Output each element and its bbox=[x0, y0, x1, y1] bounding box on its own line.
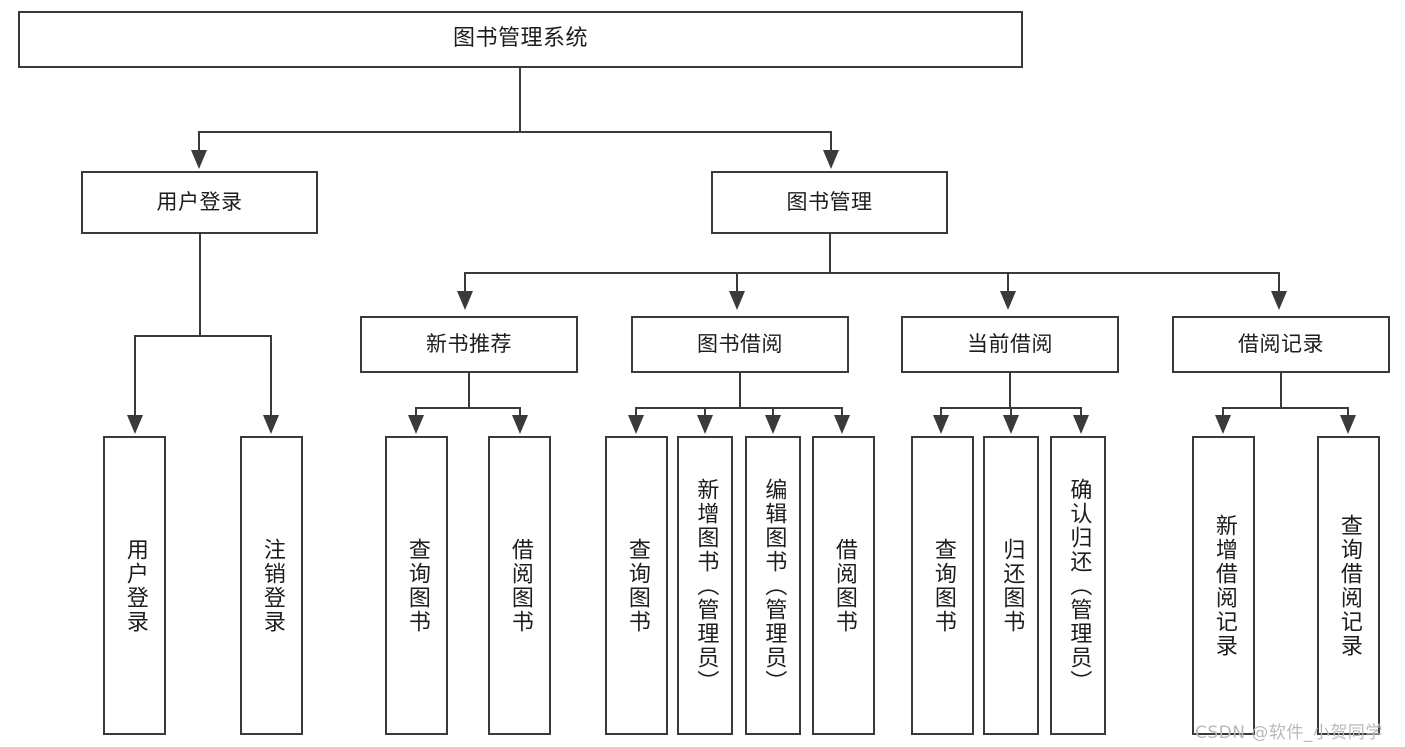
node-label: 图书管理 bbox=[786, 189, 873, 214]
edge-bb-stem bbox=[739, 373, 741, 408]
edge-br-to-leaf-1 bbox=[1222, 407, 1224, 421]
edge-br-to-leaf-2 bbox=[1347, 407, 1349, 421]
leaf-node-query-borrow-record[interactable]: 查询借阅记录 bbox=[1317, 436, 1380, 735]
edge-nbr-to-leaf-1 bbox=[415, 407, 417, 421]
edge-bm-to-borrow-record bbox=[1278, 272, 1280, 295]
node-current-borrow[interactable]: 当前借阅 bbox=[901, 316, 1119, 373]
leaf-node-query-book-nbr[interactable]: 查询图书 bbox=[385, 436, 448, 735]
node-label: 查询图书 bbox=[624, 537, 650, 634]
arrow-cb-to-leaf-1 bbox=[933, 415, 949, 434]
edge-book-management-bar bbox=[464, 272, 1280, 274]
arrow-bm-to-current-borrow bbox=[1000, 291, 1016, 310]
edge-user-login-stem bbox=[199, 234, 201, 336]
node-label: 图书管理系统 bbox=[452, 26, 588, 52]
node-label: 注销登录 bbox=[259, 537, 285, 634]
arrow-bb-to-leaf-2 bbox=[697, 415, 713, 434]
node-label: 图书借阅 bbox=[697, 331, 783, 356]
edge-bm-to-book-borrow bbox=[736, 272, 738, 295]
leaf-node-query-book-cb[interactable]: 查询图书 bbox=[911, 436, 974, 735]
arrow-nbr-to-leaf-2 bbox=[512, 415, 528, 434]
node-label: 归还图书 bbox=[999, 537, 1025, 634]
arrow-bb-to-leaf-3 bbox=[765, 415, 781, 434]
node-book-borrow[interactable]: 图书借阅 bbox=[631, 316, 849, 373]
edge-cb-to-leaf-1 bbox=[940, 407, 942, 421]
node-borrow-record[interactable]: 借阅记录 bbox=[1172, 316, 1390, 373]
edge-user-login-bar bbox=[134, 335, 272, 337]
node-label: 查询图书 bbox=[930, 537, 956, 634]
leaf-node-query-book-bb[interactable]: 查询图书 bbox=[605, 436, 668, 735]
arrow-bm-to-borrow-record bbox=[1271, 291, 1287, 310]
edge-bb-to-leaf-4 bbox=[841, 407, 843, 421]
arrow-br-to-leaf-1 bbox=[1215, 415, 1231, 434]
arrow-user-login-to-leaf-2 bbox=[263, 415, 279, 434]
arrow-br-to-leaf-2 bbox=[1340, 415, 1356, 434]
arrow-root-to-user-login bbox=[191, 150, 207, 169]
node-label: 借阅记录 bbox=[1238, 331, 1324, 356]
leaf-node-borrow-book-bb[interactable]: 借阅图书 bbox=[812, 436, 875, 735]
edge-root-bar bbox=[198, 131, 832, 133]
leaf-node-confirm-return-admin[interactable]: 确认归还（管理员） bbox=[1050, 436, 1106, 735]
node-label: 当前借阅 bbox=[967, 331, 1053, 356]
node-root-book-management-system[interactable]: 图书管理系统 bbox=[18, 11, 1023, 68]
node-label: 借阅图书 bbox=[831, 537, 857, 634]
node-label: 借阅图书 bbox=[507, 537, 533, 634]
node-label: 用户登录 bbox=[122, 537, 148, 634]
edge-bb-to-leaf-1 bbox=[635, 407, 637, 421]
leaf-node-borrow-book-nbr[interactable]: 借阅图书 bbox=[488, 436, 551, 735]
node-new-book-recommendation[interactable]: 新书推荐 bbox=[360, 316, 578, 373]
edge-user-login-to-leaf-1 bbox=[134, 335, 136, 419]
edge-root-stem bbox=[519, 68, 521, 132]
node-label: 新书推荐 bbox=[426, 331, 512, 356]
leaf-node-user-login[interactable]: 用户登录 bbox=[103, 436, 166, 735]
edge-bb-bar bbox=[635, 407, 843, 409]
edge-nbr-bar bbox=[415, 407, 521, 409]
node-book-management[interactable]: 图书管理 bbox=[711, 171, 948, 234]
leaf-node-logout[interactable]: 注销登录 bbox=[240, 436, 303, 735]
node-label: 确认归还（管理员） bbox=[1066, 477, 1092, 694]
edge-user-login-to-leaf-2 bbox=[270, 335, 272, 419]
edge-cb-stem bbox=[1009, 373, 1011, 408]
leaf-node-add-book-admin[interactable]: 新增图书（管理员） bbox=[677, 436, 733, 735]
csdn-watermark: CSDN @软件_小贺同学 bbox=[1195, 723, 1383, 743]
arrow-root-to-book-management bbox=[823, 150, 839, 169]
node-label: 编辑图书（管理员） bbox=[761, 477, 787, 694]
edge-bm-to-new-book bbox=[464, 272, 466, 295]
node-label: 新增借阅记录 bbox=[1211, 513, 1237, 658]
edge-book-management-stem bbox=[829, 234, 831, 273]
edge-cb-to-leaf-2 bbox=[1010, 407, 1012, 421]
arrow-bm-to-book-borrow bbox=[729, 291, 745, 310]
edge-br-bar bbox=[1222, 407, 1349, 409]
arrow-bb-to-leaf-1 bbox=[628, 415, 644, 434]
edge-nbr-to-leaf-2 bbox=[519, 407, 521, 421]
leaf-node-edit-book-admin[interactable]: 编辑图书（管理员） bbox=[745, 436, 801, 735]
node-user-login[interactable]: 用户登录 bbox=[81, 171, 318, 234]
edge-nbr-stem bbox=[468, 373, 470, 408]
node-label: 新增图书（管理员） bbox=[693, 477, 719, 694]
edge-bb-to-leaf-3 bbox=[772, 407, 774, 421]
node-label: 用户登录 bbox=[156, 189, 243, 214]
node-label: 查询借阅记录 bbox=[1336, 513, 1362, 658]
arrow-cb-to-leaf-2 bbox=[1003, 415, 1019, 434]
edge-bm-to-current-borrow bbox=[1007, 272, 1009, 295]
arrow-cb-to-leaf-3 bbox=[1073, 415, 1089, 434]
leaf-node-add-borrow-record[interactable]: 新增借阅记录 bbox=[1192, 436, 1255, 735]
edge-cb-to-leaf-3 bbox=[1080, 407, 1082, 421]
arrow-bb-to-leaf-4 bbox=[834, 415, 850, 434]
arrow-nbr-to-leaf-1 bbox=[408, 415, 424, 434]
arrow-user-login-to-leaf-1 bbox=[127, 415, 143, 434]
edge-root-to-book-management bbox=[830, 131, 832, 154]
edge-bb-to-leaf-2 bbox=[704, 407, 706, 421]
edge-br-stem bbox=[1280, 373, 1282, 408]
arrow-bm-to-new-book bbox=[457, 291, 473, 310]
node-label: 查询图书 bbox=[404, 537, 430, 634]
leaf-node-return-book[interactable]: 归还图书 bbox=[983, 436, 1039, 735]
edge-root-to-user-login bbox=[198, 131, 200, 154]
